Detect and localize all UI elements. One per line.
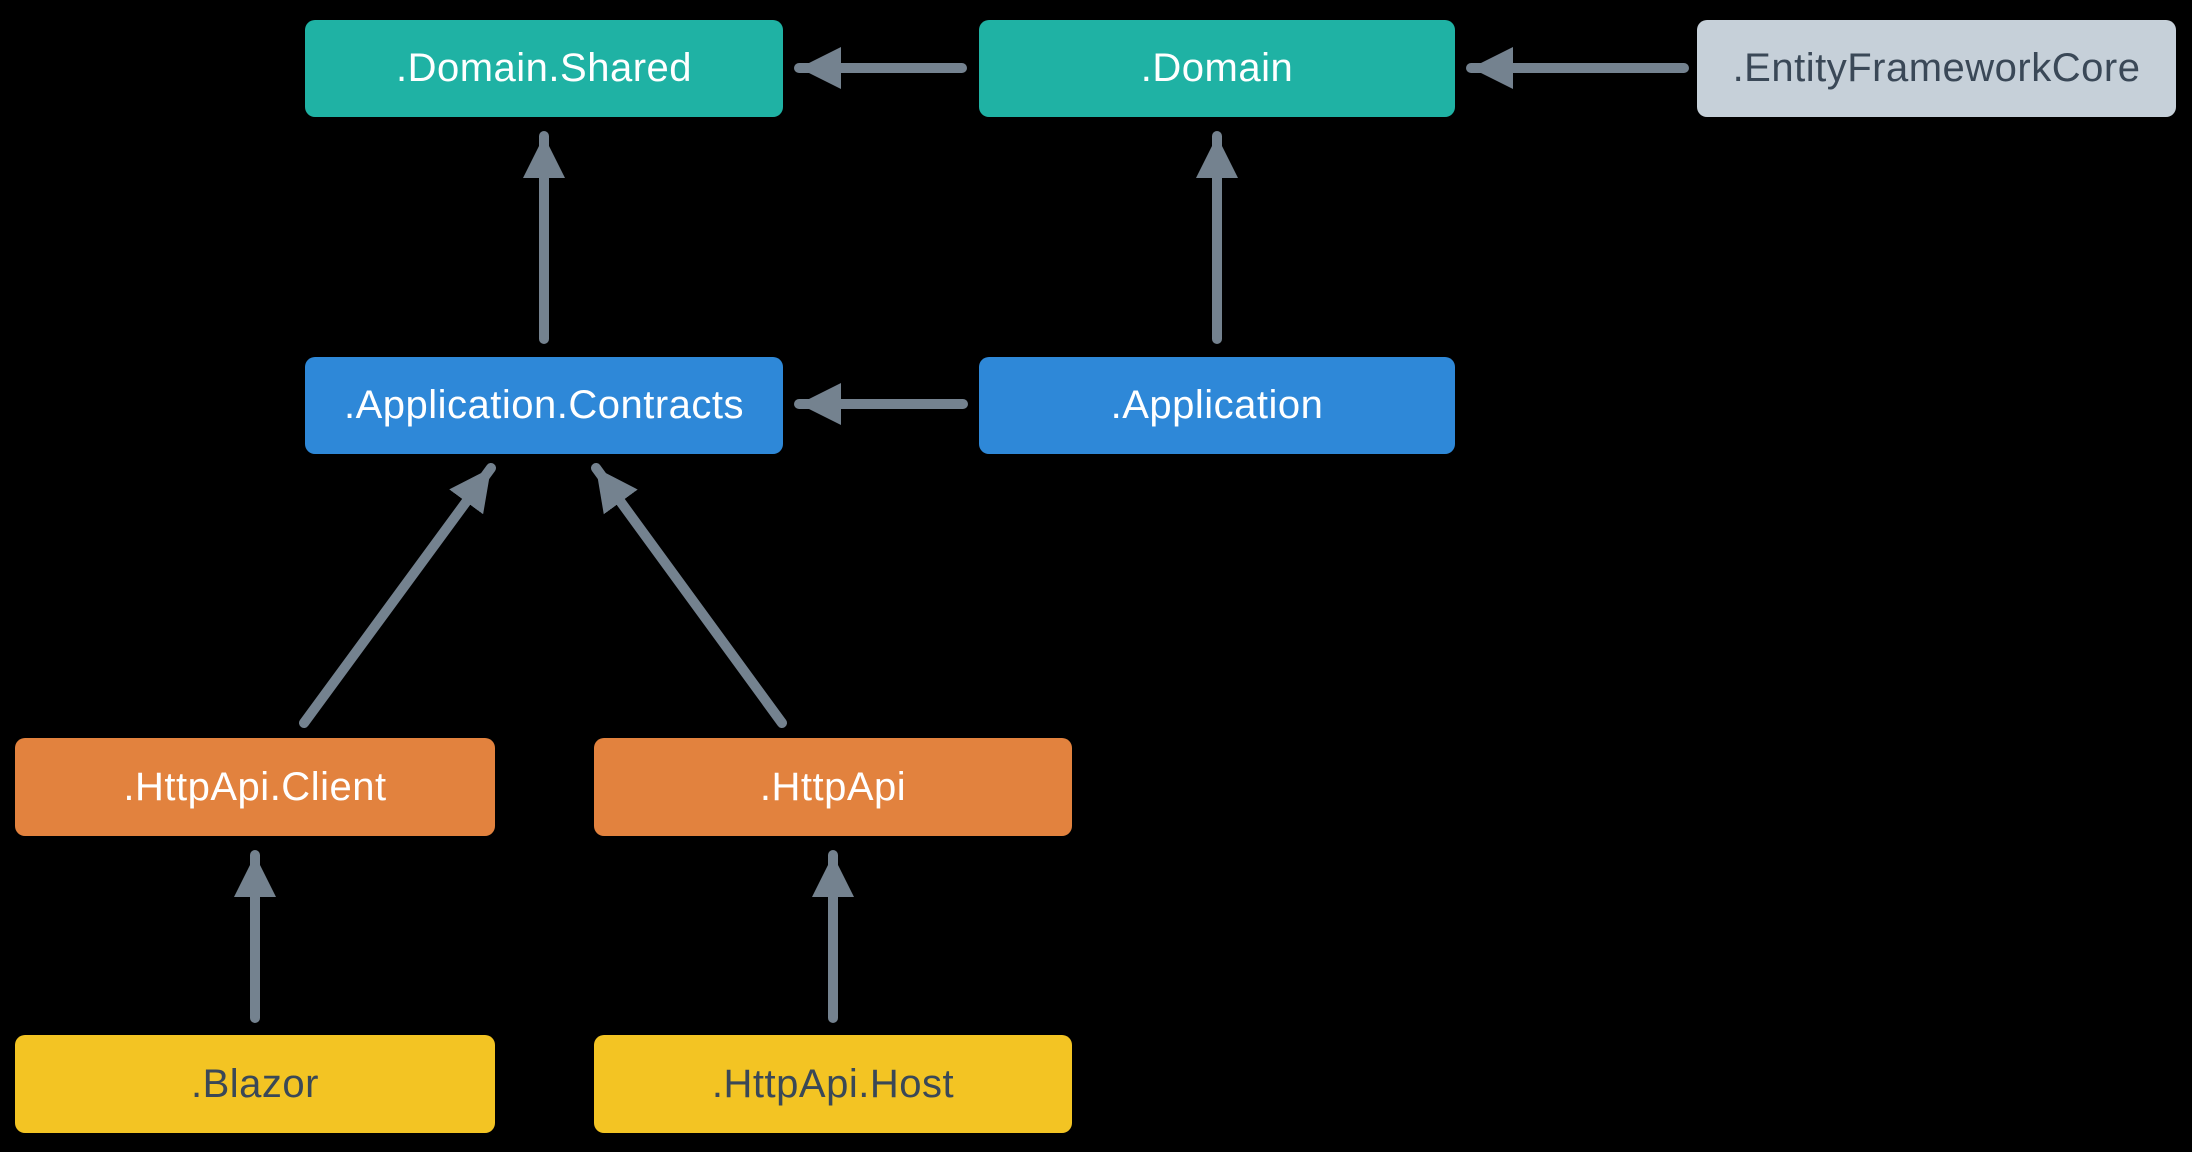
node-blazor: .Blazor bbox=[15, 1035, 495, 1133]
node-label: .Application.Contracts bbox=[343, 383, 745, 427]
node-entityframeworkcore: .EntityFrameworkCore bbox=[1697, 20, 2176, 117]
node-label: .HttpApi.Client bbox=[123, 764, 387, 809]
node-application: .Application bbox=[979, 357, 1455, 454]
node-httpapi-host: .HttpApi.Host bbox=[594, 1035, 1072, 1133]
node-application-contracts: .Application.Contracts bbox=[305, 357, 783, 454]
node-label: .Domain bbox=[1140, 46, 1294, 90]
node-httpapi: .HttpApi bbox=[594, 738, 1072, 836]
node-label: .Domain.Shared bbox=[395, 46, 693, 90]
node-label: .HttpApi.Host bbox=[711, 1061, 955, 1106]
node-domain-shared: .Domain.Shared bbox=[305, 20, 783, 117]
node-label: .Application bbox=[1110, 383, 1324, 427]
node-domain: .Domain bbox=[979, 20, 1455, 117]
node-httpapi-client: .HttpApi.Client bbox=[15, 738, 495, 836]
node-label: .HttpApi bbox=[759, 764, 907, 809]
edge-httpapi-client-to-application-contracts bbox=[299, 463, 496, 728]
node-label: .Blazor bbox=[191, 1061, 319, 1106]
edge-httpapi-to-application-contracts bbox=[591, 463, 787, 728]
node-label: .EntityFrameworkCore bbox=[1732, 46, 2141, 90]
